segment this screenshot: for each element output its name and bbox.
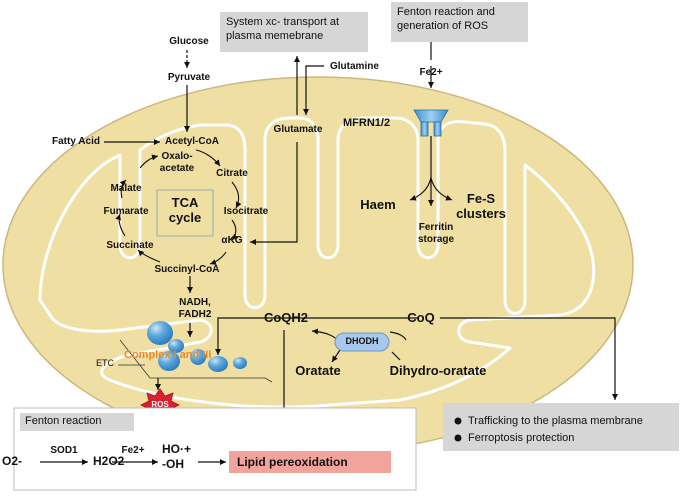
dhodh-enzyme xyxy=(334,332,390,352)
label-citrate: Citrate xyxy=(216,168,248,179)
label-ros: ROS xyxy=(151,400,169,409)
label-o2: O2- xyxy=(2,454,23,468)
label-coqh2: CoQH2 xyxy=(263,310,309,325)
label-succinyl-coa: Succinyl-CoA xyxy=(154,264,220,275)
label-ferritin: Ferritin storage xyxy=(418,222,454,245)
label-coq: CoQ xyxy=(407,310,435,325)
label-nadh: NADH, FADH2 xyxy=(179,297,212,320)
label-fe2-top: Fe2+ xyxy=(419,67,443,78)
label-acetyl-coa: Acetyl-CoA xyxy=(165,136,219,147)
label-etc: ETC xyxy=(96,358,114,368)
xc-transport-line2: plasma memebrane xyxy=(226,30,324,43)
label-fe-s: Fe-S clusters xyxy=(456,191,506,222)
bullet-1 xyxy=(454,417,462,425)
line-coq-to-etc xyxy=(215,317,418,355)
label-fatty-acid: Fatty Acid xyxy=(52,136,100,147)
label-fumarate: Fumarate xyxy=(103,206,149,217)
label-succinate: Succinate xyxy=(106,240,154,251)
label-complex: Complex I and III xyxy=(124,349,212,361)
label-malate: Malate xyxy=(110,183,142,194)
bullet-2 xyxy=(454,434,462,442)
line-coq-dhodh xyxy=(389,331,407,341)
label-mfrn: MFRN1/2 xyxy=(343,117,391,129)
label-glutamine: Glutamine xyxy=(330,61,379,72)
etc-bracket xyxy=(119,339,273,383)
xc-transport-line1: System xc- transport at xyxy=(226,16,340,28)
arrow-glutamate-akg xyxy=(250,142,298,245)
oxalo-line1: Oxalo- xyxy=(161,151,193,162)
label-glutamate: Glutamate xyxy=(273,124,323,135)
tca-line2: cycle xyxy=(168,209,202,225)
right-panel xyxy=(443,403,679,451)
label-h2o2: H2O2 xyxy=(93,454,125,468)
tca-box xyxy=(156,189,214,237)
line-dihydro-dhodh xyxy=(391,351,401,361)
arrow-to-fes xyxy=(430,177,453,201)
label-dihydro-oratate: Dihydro-oratate xyxy=(389,363,487,378)
ho-line2: -OH xyxy=(162,457,184,471)
ferritin-line2: storage xyxy=(417,233,455,245)
label-pyruvate: Pyruvate xyxy=(167,72,211,83)
fenton-top-line1: Fenton reaction and xyxy=(397,6,495,18)
fenton-top-box: Fenton reaction and generation of ROS xyxy=(391,2,528,42)
right-item-1: Trafficking to the plasma membrane xyxy=(468,415,643,427)
nadh-line1: NADH, xyxy=(179,297,211,308)
arrow-glutamine-in xyxy=(303,65,324,115)
lipid-peroxidation-box: Lipid pereoxidation xyxy=(229,451,391,473)
fes-line1: Fe-S xyxy=(466,191,496,206)
etc-complex-bubbles xyxy=(147,321,247,372)
label-dhodh: DHODH xyxy=(345,336,379,346)
label-tca: TCA cycle xyxy=(168,195,202,226)
ferritin-line1: Ferritin xyxy=(418,222,454,233)
tca-arrows xyxy=(115,149,242,265)
cristae xyxy=(38,116,596,409)
label-sod1: SOD1 xyxy=(50,445,78,456)
right-item-2: Ferroptosis protection xyxy=(468,432,575,444)
label-glucose: Glucose xyxy=(169,36,209,47)
label-isocitrate: Isocitrate xyxy=(223,206,269,217)
label-fe2-bottom: Fe2+ xyxy=(121,445,145,456)
tca-line1: TCA xyxy=(171,195,199,210)
mfrn-channel-icon xyxy=(413,109,449,137)
arrow-dhodh-oratate xyxy=(331,349,341,363)
fenton-panel-title: Fenton reaction xyxy=(20,413,134,431)
nadh-line2: FADH2 xyxy=(178,308,212,320)
arrow-to-haem xyxy=(409,177,432,201)
xc-transport-box: System xc- transport at plasma memebrane xyxy=(220,12,368,52)
fes-line2: clusters xyxy=(456,205,506,221)
fenton-top-line2: generation of ROS xyxy=(397,20,489,33)
label-haem: Haem xyxy=(360,197,396,212)
label-oratate: Oratate xyxy=(295,363,341,378)
label-oxaloacetate: Oxalo- acetate xyxy=(160,151,194,174)
label-ho: HO·+ -OH xyxy=(162,442,191,472)
oxalo-line2: acetate xyxy=(159,162,195,174)
label-akg: αKG xyxy=(221,235,243,246)
ho-line1: HO·+ xyxy=(162,442,192,456)
arrow-coq-right xyxy=(440,317,618,400)
